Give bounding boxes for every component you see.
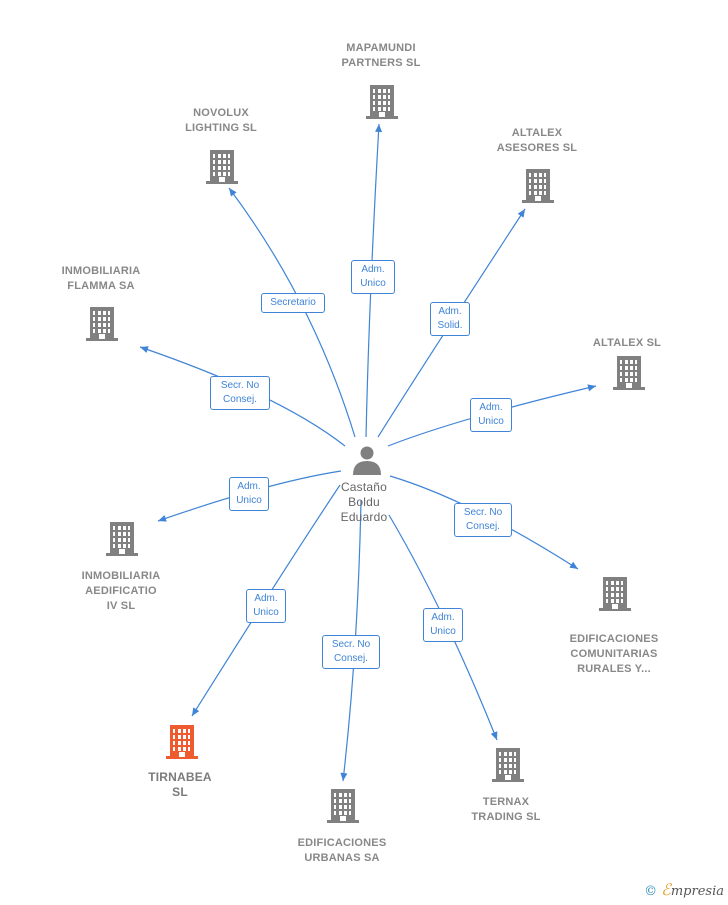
copyright-symbol: © [644, 884, 658, 899]
company-label-edificaciones-urbanas[interactable]: EDIFICACIONES URBANAS SA [297, 837, 387, 864]
role-badge-edificaciones-urbanas[interactable]: Secr. No Consej. [322, 635, 380, 669]
building-icon[interactable] [106, 522, 138, 556]
building-icon[interactable] [613, 356, 645, 390]
role-badge-tirnabea[interactable]: Adm. Unico [246, 589, 286, 623]
arrow-altalex-asesores [517, 209, 525, 218]
building-icon[interactable] [166, 725, 198, 759]
arrow-ternax [490, 731, 498, 740]
company-label-altalex[interactable]: ALTALEX SL [592, 337, 662, 349]
building-icon[interactable] [86, 307, 118, 341]
company-label-novolux[interactable]: NOVOLUX LIGHTING SL [185, 107, 257, 134]
building-icon[interactable] [599, 577, 631, 611]
person-name-label[interactable]: Castaño Boldu Eduardo [340, 480, 388, 524]
company-label-ternax[interactable]: TERNAX TRADING SL [471, 796, 541, 823]
arrow-mapamundi [375, 124, 383, 133]
building-icon[interactable] [206, 150, 238, 184]
company-label-inmobiliaria-flamma[interactable]: INMOBILIARIA FLAMMA SA [61, 265, 141, 292]
role-badge-novolux[interactable]: Secretario [261, 293, 325, 313]
arrow-edificaciones-urbanas [340, 772, 348, 781]
company-label-altalex-asesores[interactable]: ALTALEX ASESORES SL [496, 127, 578, 154]
role-badge-inmobiliaria-flamma[interactable]: Secr. No Consej. [210, 376, 270, 410]
building-icon[interactable] [327, 789, 359, 823]
company-label-mapamundi[interactable]: MAPAMUNDI PARTNERS SL [341, 42, 421, 69]
building-icon[interactable] [366, 85, 398, 119]
arrow-inmobiliaria-aedificatio [158, 515, 167, 522]
arrow-edificaciones-comunitarias [569, 561, 578, 569]
arrow-altalex [587, 384, 596, 392]
edge-altalex-asesores [377, 208, 526, 438]
person-icon[interactable] [353, 446, 381, 476]
role-badge-edificaciones-comunitarias[interactable]: Secr. No Consej. [454, 503, 512, 537]
arrow-novolux [229, 188, 237, 197]
company-label-inmobiliaria-aedificatio[interactable]: INMOBILIARIA AEDIFICATIO IV SL [81, 570, 161, 612]
brand-name: mpresia [670, 884, 724, 899]
arrow-tirnabea [192, 707, 200, 716]
arrow-inmobiliaria-flamma [140, 346, 149, 353]
brand-initial: ℰ [661, 880, 671, 899]
role-badge-ternax[interactable]: Adm. Unico [423, 608, 463, 642]
role-badge-inmobiliaria-aedificatio[interactable]: Adm. Unico [229, 477, 269, 511]
edge-tirnabea [191, 484, 341, 717]
empresia-watermark: ©ℰmpresia [644, 880, 724, 899]
role-badge-altalex-asesores[interactable]: Adm. Solid. [430, 302, 470, 336]
company-label-edificaciones-comunitarias[interactable]: EDIFICACIONES COMUNITARIAS RURALES Y... [569, 633, 659, 675]
role-badge-altalex[interactable]: Adm. Unico [470, 398, 512, 432]
building-icon[interactable] [522, 169, 554, 203]
role-badge-mapamundi[interactable]: Adm. Unico [351, 260, 395, 294]
building-icon[interactable] [492, 748, 524, 782]
company-label-tirnabea[interactable]: TIRNABEA SL [148, 770, 212, 799]
